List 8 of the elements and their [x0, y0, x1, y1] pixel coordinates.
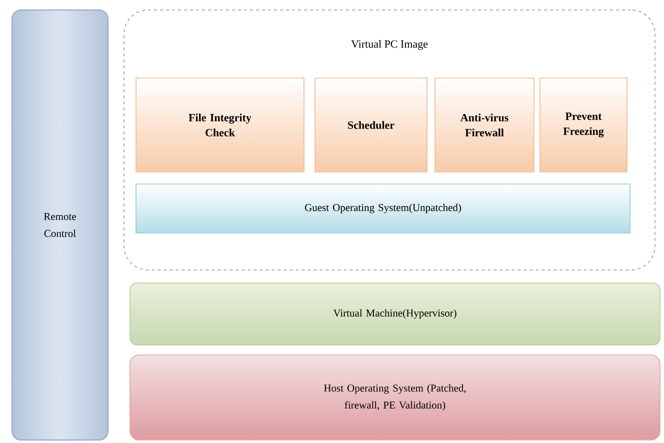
layer-box: Host Operating System (Patched, firewall, PE Validation) — [130, 354, 660, 440]
layer-box: Virtual Machine(Hypervisor) — [130, 282, 660, 346]
layer-box: Guest Operating System(Unpatched) — [136, 184, 630, 234]
module-box: Scheduler — [314, 78, 428, 172]
module-box: File Integrity Check — [136, 78, 304, 172]
module-box: Prevent Freezing — [540, 78, 628, 172]
module-box: Anti-virus Firewall — [434, 78, 534, 172]
control-bar: Remote Control — [12, 10, 108, 440]
